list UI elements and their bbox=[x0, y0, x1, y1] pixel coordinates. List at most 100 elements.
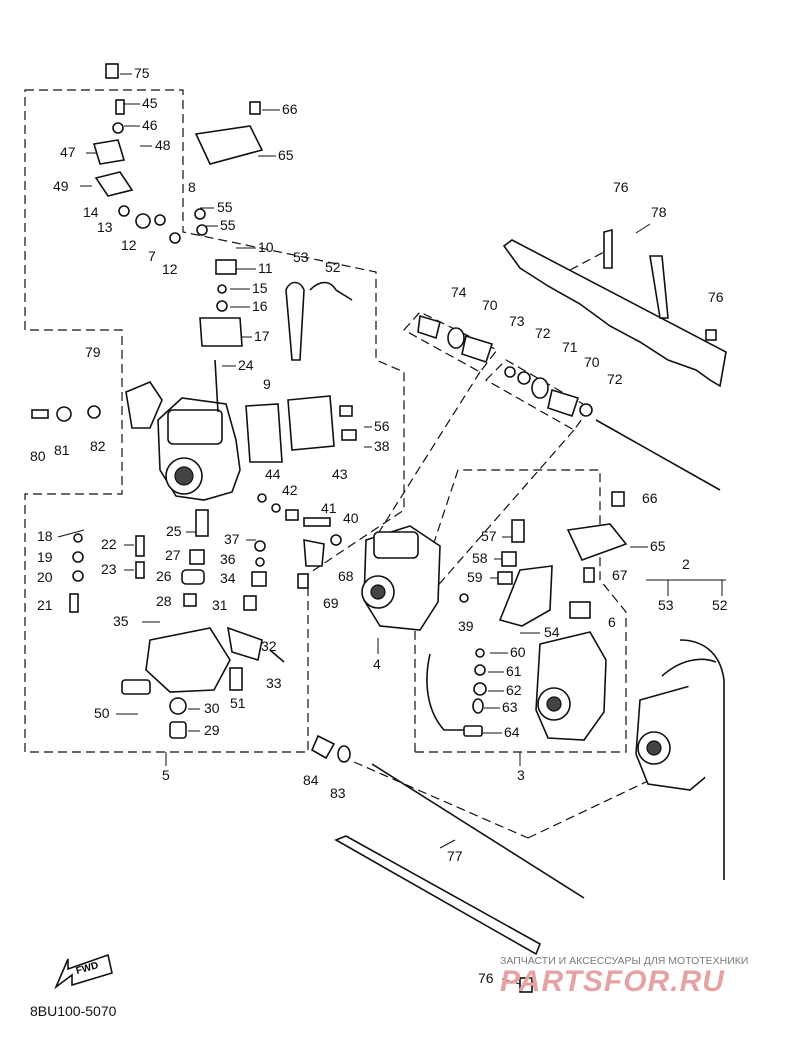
collar-84 bbox=[310, 734, 336, 760]
oring-72-right bbox=[579, 403, 593, 417]
cable-64 bbox=[426, 653, 470, 731]
callout-c45: 45 bbox=[142, 95, 158, 111]
part-57 bbox=[511, 519, 525, 543]
callout-c40: 40 bbox=[343, 510, 359, 526]
callout-c68: 68 bbox=[338, 568, 354, 584]
callout-c36: 36 bbox=[220, 551, 236, 567]
callout-c74: 74 bbox=[451, 284, 467, 300]
spring-71 bbox=[531, 377, 549, 399]
callout-c2: 2 bbox=[682, 556, 690, 572]
callout-c59: 59 bbox=[467, 569, 483, 585]
callout-c19: 19 bbox=[37, 549, 53, 565]
bolt-76-lower bbox=[519, 977, 533, 993]
carburetor-assembly-5 bbox=[121, 101, 353, 739]
forward-direction-icon: FWD bbox=[54, 953, 113, 990]
callout-c25: 25 bbox=[166, 523, 182, 539]
washer-82 bbox=[87, 405, 101, 419]
screw-66 bbox=[249, 101, 261, 115]
callout-c61: 61 bbox=[506, 663, 522, 679]
screw-38 bbox=[341, 429, 357, 441]
spring-63 bbox=[472, 698, 484, 714]
part-43 bbox=[285, 509, 299, 521]
link-line-5 bbox=[569, 251, 605, 271]
part-6 bbox=[569, 601, 591, 619]
callout-c22: 22 bbox=[101, 536, 117, 552]
part-58 bbox=[501, 551, 517, 567]
small-fasteners bbox=[31, 63, 625, 714]
callout-c78: 78 bbox=[651, 204, 667, 220]
part-27 bbox=[189, 549, 205, 565]
rod bbox=[595, 419, 721, 491]
top-cover-65 bbox=[194, 125, 264, 165]
jet-23 bbox=[135, 561, 145, 579]
clip-78 bbox=[649, 255, 669, 319]
diagram-code: 8BU100-5070 bbox=[30, 1003, 117, 1019]
spring-83 bbox=[337, 745, 351, 763]
callout-c77: 77 bbox=[447, 848, 463, 864]
screw-75 bbox=[105, 63, 119, 79]
callout-c67: 67 bbox=[612, 567, 628, 583]
callout-c54: 54 bbox=[544, 624, 560, 640]
joint-boundary-left bbox=[403, 311, 498, 373]
callout-c84: 84 bbox=[303, 772, 319, 788]
vacuum-fitting-32 bbox=[226, 626, 263, 662]
callout-c64: 64 bbox=[504, 724, 520, 740]
gasket-9 bbox=[245, 403, 283, 463]
bracket-11 bbox=[215, 259, 237, 275]
part-39 bbox=[459, 593, 469, 603]
spring-joint-left bbox=[447, 327, 465, 349]
callout-c62: 62 bbox=[506, 682, 522, 698]
watermark-logo: PARTSFOR.RU bbox=[500, 965, 725, 998]
screw-51 bbox=[229, 667, 243, 691]
link-49 bbox=[94, 171, 134, 197]
callout-c55a: 55 bbox=[217, 199, 233, 215]
callout-c5: 5 bbox=[162, 767, 170, 783]
callout-c58: 58 bbox=[472, 550, 488, 566]
lever-47 bbox=[92, 139, 126, 165]
callout-c23: 23 bbox=[101, 561, 117, 577]
plug-30 bbox=[169, 697, 187, 715]
carburetor-assembly-4 bbox=[303, 525, 441, 631]
part-25 bbox=[195, 509, 209, 537]
oring-44 bbox=[257, 493, 267, 503]
bracket-39-54 bbox=[498, 565, 553, 627]
bushing-55a bbox=[194, 208, 206, 220]
callout-c32: 32 bbox=[261, 638, 277, 654]
part-7 bbox=[154, 214, 166, 226]
callout-c82: 82 bbox=[90, 438, 106, 454]
washer-81 bbox=[56, 406, 72, 422]
callout-c46: 46 bbox=[142, 117, 158, 133]
callout-c79: 79 bbox=[85, 344, 101, 360]
rod-77 bbox=[371, 763, 585, 899]
callout-c18: 18 bbox=[37, 528, 53, 544]
callout-c57: 57 bbox=[481, 528, 497, 544]
callout-c69: 69 bbox=[323, 595, 339, 611]
callout-c12b: 12 bbox=[162, 261, 178, 277]
callout-c14: 14 bbox=[83, 204, 99, 220]
screw-67 bbox=[583, 567, 595, 583]
washer-73 bbox=[504, 366, 516, 378]
carburetor-assembly-2 bbox=[635, 639, 725, 880]
callout-c70b: 70 bbox=[584, 354, 600, 370]
leader-lines bbox=[57, 73, 726, 985]
callout-c30: 30 bbox=[204, 700, 220, 716]
part-37 bbox=[254, 540, 266, 552]
callout-c34: 34 bbox=[220, 570, 236, 586]
float-26 bbox=[181, 569, 205, 585]
link-line-1 bbox=[373, 371, 481, 541]
bracket-68 bbox=[303, 539, 325, 567]
callout-c73: 73 bbox=[509, 313, 525, 329]
callout-c41: 41 bbox=[321, 500, 337, 516]
callout-c76a: 76 bbox=[613, 179, 629, 195]
callout-c16: 16 bbox=[252, 298, 268, 314]
screw-45 bbox=[115, 99, 125, 115]
callout-c6: 6 bbox=[608, 614, 616, 630]
callout-c21: 21 bbox=[37, 597, 53, 613]
callout-c38: 38 bbox=[374, 438, 390, 454]
bushing-55b bbox=[196, 224, 208, 236]
washer-14 bbox=[118, 205, 130, 217]
gasket-50 bbox=[121, 679, 151, 695]
callout-c24: 24 bbox=[238, 357, 254, 373]
